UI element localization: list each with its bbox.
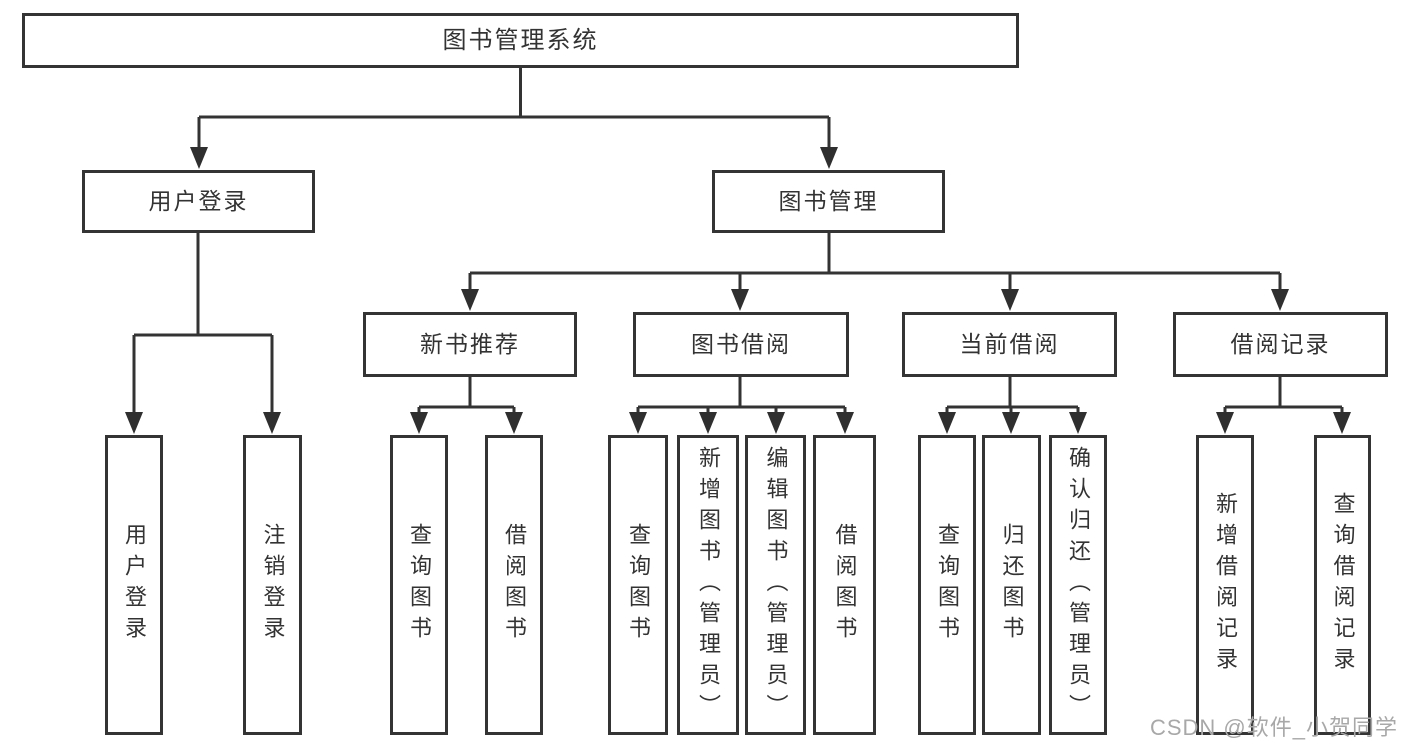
arrowhead-edit-book-admin	[767, 412, 785, 434]
arrowhead-confirm-return-admin	[1069, 412, 1087, 434]
node-label: 确认归还（管理员）	[1066, 445, 1091, 725]
arrowhead-return-books	[1002, 412, 1020, 434]
node-book-management: 图书管理	[712, 170, 945, 233]
node-label: 查询借阅记录	[1330, 492, 1356, 678]
arrowhead-query-books-3	[938, 412, 956, 434]
arrowhead-add-book-admin	[699, 412, 717, 434]
node-confirm-return-admin: 确认归还（管理员）	[1049, 435, 1107, 735]
node-label: 图书借阅	[691, 331, 791, 357]
arrowhead-borrow-records	[1271, 289, 1289, 311]
connector-user-login-children	[132, 233, 274, 414]
connector-current-borrowing-children	[945, 377, 1080, 414]
node-label: 编辑图书（管理员）	[763, 445, 789, 725]
node-label: 查询图书	[407, 523, 432, 647]
node-new-book-recommendation: 新书推荐	[363, 312, 577, 377]
arrowhead-logout-leaf	[263, 412, 281, 434]
node-label: 注销登录	[260, 523, 286, 647]
node-label: 图书管理系统	[442, 26, 599, 54]
node-label: 查询图书	[935, 523, 960, 647]
connector-borrow-records-children	[1223, 377, 1344, 414]
node-borrow-books-1: 借阅图书	[485, 435, 543, 735]
node-label: 图书管理	[778, 188, 879, 214]
node-user-login: 用户登录	[82, 170, 315, 233]
node-label: 借阅图书	[502, 523, 527, 647]
node-label: 查询图书	[626, 523, 651, 647]
node-query-books-1: 查询图书	[390, 435, 448, 735]
node-label: 用户登录	[148, 188, 249, 214]
connector-root-to-level2	[197, 68, 831, 150]
node-return-books: 归还图书	[982, 435, 1041, 735]
node-user-login-leaf: 用户登录	[105, 435, 163, 735]
node-label: 新增图书（管理员）	[696, 445, 721, 725]
node-library-management-system: 图书管理系统	[22, 13, 1019, 68]
node-label: 新书推荐	[420, 331, 520, 357]
arrowhead-query-books-1	[410, 412, 428, 434]
arrowhead-query-books-2	[629, 412, 647, 434]
node-add-borrow-record: 新增借阅记录	[1196, 435, 1254, 735]
node-query-books-2: 查询图书	[608, 435, 668, 735]
connector-book-borrowing-children	[636, 377, 847, 414]
node-book-borrowing: 图书借阅	[633, 312, 849, 377]
node-borrow-books-2: 借阅图书	[813, 435, 876, 735]
arrowhead-book-borrowing	[731, 289, 749, 311]
node-label: 借阅记录	[1230, 331, 1331, 357]
arrowhead-add-borrow-record	[1216, 412, 1234, 434]
node-edit-book-admin: 编辑图书（管理员）	[745, 435, 806, 735]
watermark: CSDN @软件_小贺同学	[1149, 715, 1398, 740]
arrowhead-user-login	[190, 147, 208, 169]
arrowhead-borrow-books-1	[505, 412, 523, 434]
node-query-books-3: 查询图书	[918, 435, 976, 735]
node-query-borrow-record: 查询借阅记录	[1314, 435, 1371, 735]
connector-new-book-children	[417, 377, 516, 414]
arrowhead-borrow-books-2	[836, 412, 854, 434]
node-label: 新增借阅记录	[1213, 492, 1238, 678]
node-label: 用户登录	[122, 523, 147, 647]
arrowhead-current-borrowing	[1001, 289, 1019, 311]
node-label: 当前借阅	[959, 331, 1060, 357]
node-add-book-admin: 新增图书（管理员）	[677, 435, 739, 735]
arrowhead-query-borrow-record	[1333, 412, 1351, 434]
node-logout-leaf: 注销登录	[243, 435, 302, 735]
node-label: 归还图书	[999, 523, 1025, 647]
node-borrow-records: 借阅记录	[1173, 312, 1388, 377]
arrowhead-user-login-leaf	[125, 412, 143, 434]
arrowhead-book-management	[820, 147, 838, 169]
node-current-borrowing: 当前借阅	[902, 312, 1117, 377]
arrowhead-new-book-recommendation	[461, 289, 479, 311]
connector-book-management-children	[468, 233, 1282, 291]
node-label: 借阅图书	[832, 523, 858, 647]
